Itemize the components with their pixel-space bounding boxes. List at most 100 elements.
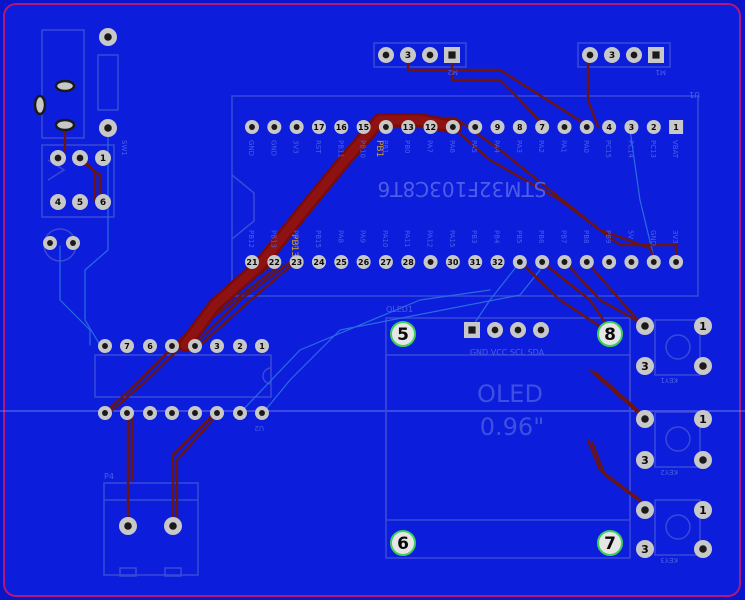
sw1-pad-6-number: 6	[100, 198, 106, 208]
mcu-top-silk-pa1: PA1	[559, 140, 567, 153]
u2-top-pad-2-number: 2	[237, 342, 243, 351]
mcu-bottom-pad-28: 28	[401, 255, 416, 269]
mcu-bottom-pad-32: 32	[490, 255, 505, 269]
oled-ref: OLED1	[386, 305, 413, 314]
mcu-bottom-pad-25: 25	[334, 255, 349, 269]
u2-top-pad-6-number: 6	[147, 342, 153, 351]
sw1-pad-5: 5	[72, 194, 88, 210]
u2-top-pad-x0	[98, 339, 112, 353]
key2-pad-tl	[636, 410, 654, 428]
u2-top-pad-7: 7	[120, 339, 134, 353]
key1-pad-br	[694, 357, 712, 375]
mcu-bottom-pad-30-number: 30	[447, 258, 459, 267]
oled-mount-hole-5: 5	[390, 321, 416, 347]
mcu-ref: U1	[689, 90, 700, 99]
u2-bottom-pad-1	[120, 406, 134, 420]
p4-pad-2	[164, 517, 182, 535]
mcu-bottom-pad-22: 22	[267, 255, 282, 269]
header-m1-pad-3-number: 3	[609, 51, 615, 61]
mcu-bottom-pad-x14	[557, 255, 572, 269]
mcu-bottom-pad-x16	[602, 255, 617, 269]
mcu-top-pad-16-number: 16	[336, 123, 348, 132]
oled-mount-hole-8: 8	[597, 321, 623, 347]
mcu-bottom-pad-26: 26	[356, 255, 371, 269]
mcu-bottom-pad-23: 23	[289, 255, 304, 269]
header-m2-pad-c	[422, 47, 438, 63]
trace-label-pb1: PB1	[374, 140, 384, 157]
key3-ref: KEY3	[660, 556, 678, 564]
header-m1-ref: M1	[656, 68, 667, 76]
mcu-bottom-pad-x8	[423, 255, 438, 269]
mcu-top-pad-4: 4	[602, 120, 617, 134]
mcu-bottom-silk-pb4: PB4	[493, 230, 501, 244]
u2-top-pad-x4	[188, 339, 202, 353]
oled-pin-gnd	[464, 322, 480, 338]
switch-pad-l	[43, 236, 57, 250]
mcu-bottom-pad-27-number: 27	[380, 258, 391, 267]
mcu-top-pad-1-number: 1	[673, 123, 679, 132]
mcu-bottom-pad-24-number: 24	[313, 258, 325, 267]
header-m2-pad-3: 3	[400, 47, 416, 63]
mcu-top-silk-vbat: VBAT	[671, 140, 679, 159]
key1-pad-1: 1	[694, 317, 712, 335]
oled-mount-hole-6-number: 6	[397, 534, 409, 554]
mcu-bottom-silk-pb15: PB15	[314, 230, 322, 248]
u2-top-pad-7-number: 7	[124, 342, 130, 351]
p4-pad-1	[119, 517, 137, 535]
header-m1-pad-a	[582, 47, 598, 63]
header-m1-pad-3: 3	[604, 47, 620, 63]
bottom-traces	[59, 129, 656, 414]
u2-top-pad-6: 6	[143, 339, 157, 353]
mcu-bottom-pad-30: 30	[445, 255, 460, 269]
mcu-label: STM32F103C8T6	[378, 177, 547, 201]
mcu-top-pad-3-number: 3	[629, 123, 635, 132]
sw1-pad-4-number: 4	[55, 198, 61, 208]
mcu-top-pad-4-number: 4	[606, 123, 612, 132]
key1-pad-1-number: 1	[699, 320, 707, 333]
oled-mount-hole-7: 7	[597, 530, 623, 556]
mcu-top-pad-17-number: 17	[313, 123, 324, 132]
u2-top-pad-x3	[165, 339, 179, 353]
mcu-top-pad-x2	[289, 120, 304, 134]
key2-pad-br	[694, 451, 712, 469]
mcu-bottom-pad-x17	[624, 255, 639, 269]
key2-ref: KEY2	[660, 468, 678, 476]
header-m1-pad-c	[626, 47, 642, 63]
mcu-bottom-pad-x19	[669, 255, 684, 269]
mcu-top-pad-1: 1	[669, 120, 684, 134]
mcu-bottom-silk-pb13: PB13	[269, 230, 277, 248]
key2-pad-1-number: 1	[699, 413, 707, 426]
key3-pad-tl	[636, 501, 654, 519]
mcu-bottom-pad-21: 21	[245, 255, 259, 269]
u2-top-pad-3: 3	[210, 339, 224, 353]
mcu-top-pad-12: 12	[423, 120, 438, 134]
mcu-top-pad-8: 8	[512, 120, 527, 134]
mcu-top-silk-pb1: PB1	[381, 140, 389, 153]
key2-pad-1: 1	[694, 410, 712, 428]
header-m2-ref: M2	[448, 68, 459, 76]
mcu-bottom-pad-23-number: 23	[291, 258, 302, 267]
oled-label-2: 0.96"	[480, 413, 544, 441]
u2-bottom-pad-2	[143, 406, 157, 420]
mcu-bottom-silk-pa9: PA9	[359, 230, 367, 243]
mcu-top-pad-13: 13	[401, 120, 416, 134]
mcu-bottom-silk-pa8: PA8	[336, 230, 344, 243]
mcu-bottom-silk-pa11: PA11	[403, 230, 411, 247]
connector-pad-top	[99, 28, 117, 46]
header-m2-pad-3-number: 3	[405, 51, 411, 61]
sw1-pad-5-number: 5	[77, 198, 83, 208]
barrel-jack-pad-2	[54, 118, 76, 132]
mcu-bottom-pad-28-number: 28	[403, 258, 415, 267]
key3-pad-1-number: 1	[699, 504, 707, 517]
mcu-bottom-pad-25-number: 25	[336, 258, 348, 267]
oled-mount-hole-8-number: 8	[604, 325, 616, 345]
mcu-top-silk-pa5: PA5	[470, 140, 478, 153]
mcu-bottom-pad-x13	[535, 255, 550, 269]
u2-top-pad-3-number: 3	[214, 342, 220, 351]
mcu-top-silk-pc13: PC13	[649, 140, 657, 158]
u2-ref: U2	[254, 424, 264, 432]
